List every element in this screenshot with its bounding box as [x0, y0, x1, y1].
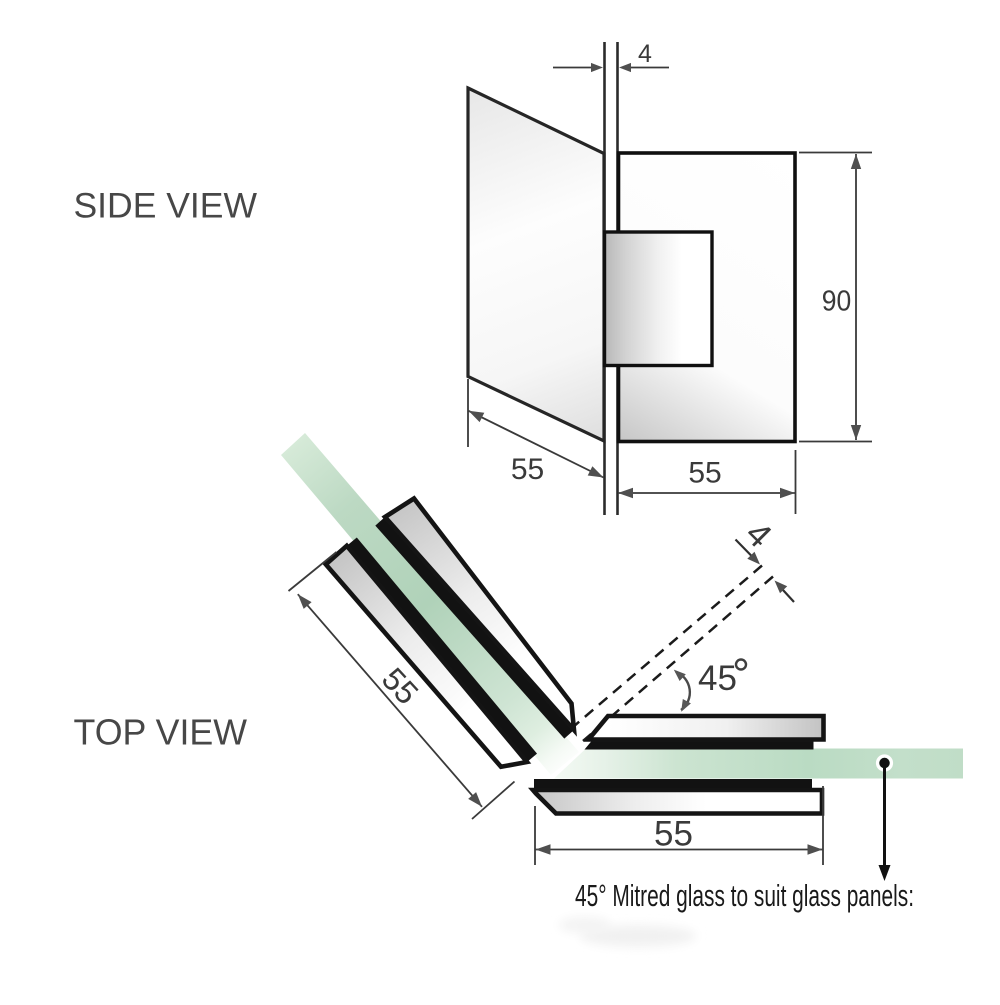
svg-text:TOP VIEW: TOP VIEW — [74, 712, 248, 753]
svg-text:4: 4 — [638, 40, 652, 68]
svg-text:55: 55 — [688, 457, 721, 490]
svg-text:SIDE VIEW: SIDE VIEW — [74, 187, 258, 226]
svg-text:45° Mitred glass to suit glass: 45° Mitred glass to suit glass panels: — [575, 879, 914, 913]
svg-text:55: 55 — [654, 815, 693, 854]
svg-text:45: 45 — [698, 659, 737, 698]
svg-text:90: 90 — [822, 286, 852, 318]
svg-text:55: 55 — [511, 453, 544, 486]
